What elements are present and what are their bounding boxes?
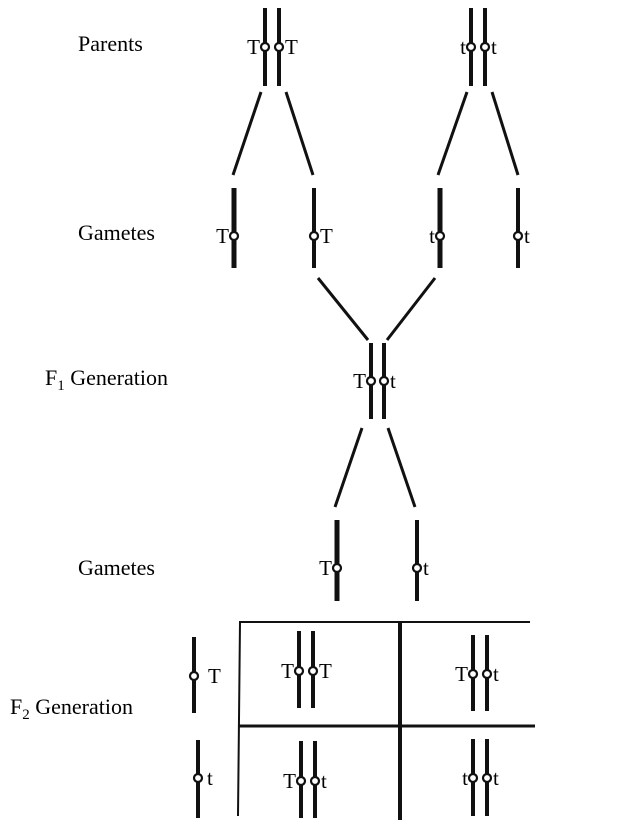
allele-label: t xyxy=(460,35,466,59)
label-gametes-2: Gametes xyxy=(78,555,155,580)
gene-locus-icon xyxy=(378,375,390,387)
gene-locus-icon xyxy=(188,670,200,682)
allele-label: t xyxy=(390,369,396,393)
gene-locus-icon xyxy=(295,775,307,787)
gene-locus-icon xyxy=(308,230,320,242)
connector-line xyxy=(316,277,370,341)
label-gametes-1: Gametes xyxy=(78,220,155,245)
allele-label: t xyxy=(462,766,468,790)
gene-locus-icon xyxy=(331,562,343,574)
allele-label: t xyxy=(429,224,435,248)
allele-label: T xyxy=(455,662,468,686)
connector-line xyxy=(333,427,364,508)
allele-label: t xyxy=(423,556,429,580)
gene-locus-icon xyxy=(293,665,305,677)
punnett-grid-line xyxy=(237,621,241,817)
allele-label: T xyxy=(281,659,294,683)
connector-line xyxy=(386,427,417,508)
allele-label: T xyxy=(320,224,333,248)
connector-line xyxy=(385,277,437,341)
gene-locus-icon xyxy=(259,41,271,53)
gene-locus-icon xyxy=(481,668,493,680)
gene-locus-icon xyxy=(309,775,321,787)
allele-label: T xyxy=(319,659,332,683)
allele-label: T xyxy=(353,369,366,393)
allele-label: t xyxy=(491,35,497,59)
gene-locus-icon xyxy=(365,375,377,387)
gene-locus-icon xyxy=(434,230,446,242)
gene-locus-icon xyxy=(307,665,319,677)
allele-label: T xyxy=(208,664,221,688)
gene-locus-icon xyxy=(479,41,491,53)
label-f2-generation: F2 Generation xyxy=(10,694,133,723)
allele-label: T xyxy=(216,224,229,248)
gene-locus-icon xyxy=(481,772,493,784)
connector-line xyxy=(231,91,263,176)
allele-label: t xyxy=(524,224,530,248)
allele-label: t xyxy=(321,769,327,793)
allele-label: T xyxy=(247,35,260,59)
label-f1-generation: F1 Generation xyxy=(45,365,168,394)
allele-label: t xyxy=(493,766,499,790)
allele-label: t xyxy=(493,662,499,686)
gene-locus-icon xyxy=(228,230,240,242)
gene-locus-icon xyxy=(467,772,479,784)
gene-locus-icon xyxy=(467,668,479,680)
allele-label: t xyxy=(207,766,213,790)
allele-label: T xyxy=(283,769,296,793)
connector-line xyxy=(284,91,315,176)
connector-line xyxy=(436,91,469,176)
gene-locus-icon xyxy=(465,41,477,53)
gene-locus-icon xyxy=(192,772,204,784)
label-parents: Parents xyxy=(78,31,143,56)
connector-line xyxy=(490,91,520,176)
allele-label: T xyxy=(285,35,298,59)
allele-label: T xyxy=(319,556,332,580)
gene-locus-icon xyxy=(512,230,524,242)
gene-locus-icon xyxy=(411,562,423,574)
gene-locus-icon xyxy=(273,41,285,53)
